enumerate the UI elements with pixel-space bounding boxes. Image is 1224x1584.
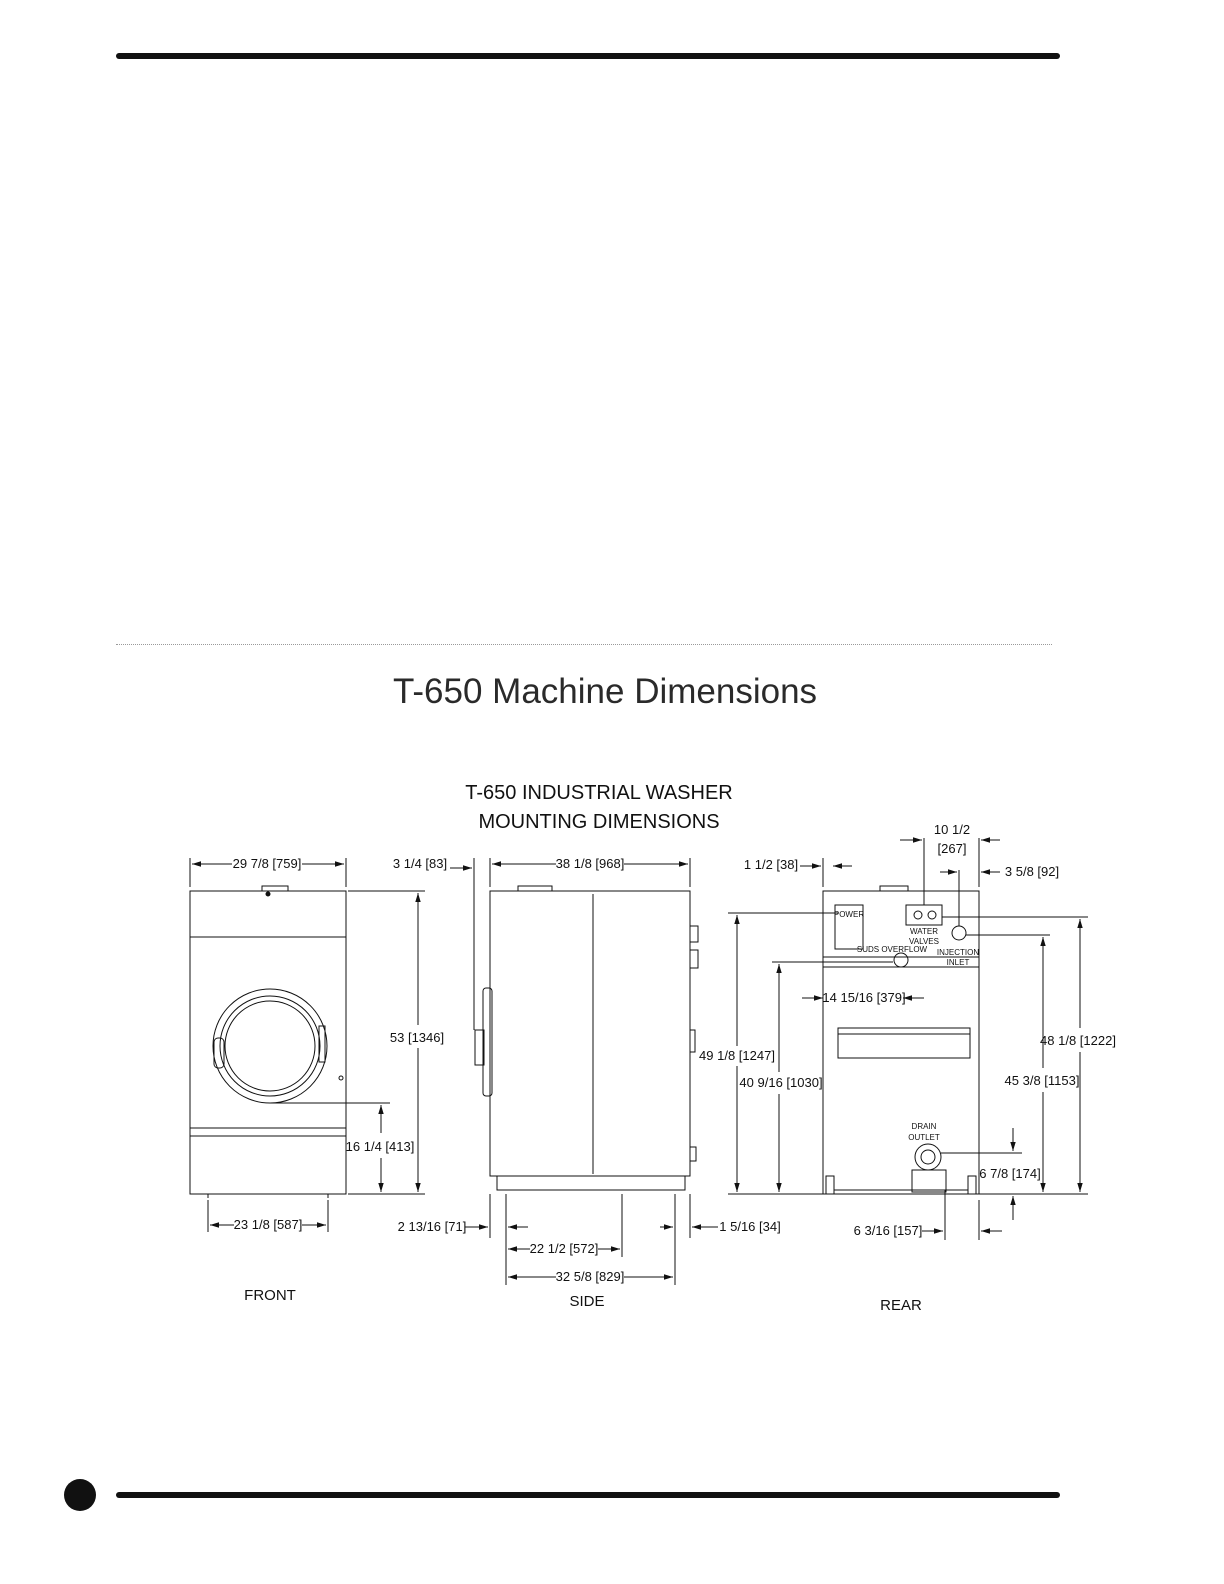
rear-valve-height-dim: 48 1/8 [1222] [1040, 1033, 1116, 1048]
rear-drain-offset-dim: 6 3/16 [157] [854, 1223, 923, 1238]
front-height-dim: 53 [1346] [390, 1030, 444, 1045]
rear-overflow-spacing-dim: 14 15/16 [379] [822, 990, 905, 1005]
power-box [834, 904, 864, 950]
rear-power-offset-dim: 1 1/2 [38] [744, 857, 798, 872]
front-view [189, 858, 425, 1232]
side-rear-foot-dim: 1 5/16 [34] [719, 1219, 780, 1234]
front-door-outer [212, 988, 328, 1104]
side-view [450, 858, 718, 1285]
front-foot-spacing-dim: 23 1/8 [587] [234, 1217, 303, 1232]
rear-vent-panel [837, 1027, 971, 1059]
front-door-height-dim: 16 1/4 [413] [346, 1139, 415, 1154]
section-title: T-650 Machine Dimensions [392, 672, 818, 711]
drain-outlet-label-line1: DRAIN [912, 1122, 937, 1131]
rear-inlet-offset-dim: 3 5/8 [92] [1005, 864, 1059, 879]
rear-view [728, 837, 1088, 1240]
rear-drain-height-dim: 6 7/8 [174] [979, 1166, 1040, 1181]
side-cabinet [489, 890, 691, 1177]
rear-valve-offset-line1: 10 1/2 [934, 822, 970, 837]
side-view-label: SIDE [569, 1293, 604, 1310]
drawing-title-line2: MOUNTING DIMENSIONS [478, 811, 719, 833]
drain-outlet-label-line2: OUTLET [908, 1133, 940, 1142]
drain-outlet [914, 1143, 942, 1171]
bottom-rule [116, 1492, 1060, 1498]
injection-inlet [951, 925, 967, 941]
front-width-dim: 29 7/8 [759] [233, 856, 302, 871]
water-valves-box [905, 904, 943, 926]
rear-power-height-dim: 49 1/8 [1247] [699, 1048, 775, 1063]
suds-overflow [893, 952, 909, 968]
injection-inlet-label-line2: INLET [947, 958, 970, 967]
injection-inlet-label-line1: INJECTION [937, 948, 979, 957]
rear-view-label: REAR [880, 1297, 922, 1314]
top-rule [116, 53, 1060, 59]
rear-valve-offset-line2: [267] [938, 841, 967, 856]
rear-cabinet [822, 890, 980, 1195]
water-valves-label-line1: WATER [910, 927, 938, 936]
side-front-foot-dim: 2 13/16 [71] [398, 1219, 467, 1234]
suds-overflow-label: SUDS OVERFLOW [857, 945, 928, 954]
rear-overflow-height-dim: 40 9/16 [1030] [739, 1075, 822, 1090]
front-view-label: FRONT [244, 1287, 296, 1304]
rear-inlet-height-dim: 45 3/8 [1153] [1005, 1073, 1080, 1088]
side-depth-dim: 38 1/8 [968] [556, 856, 625, 871]
side-door-offset-dim: 3 1/4 [83] [393, 856, 447, 871]
drawing-title-line1: T-650 INDUSTRIAL WASHER [465, 782, 732, 804]
water-valves-label-line2: VALVES [909, 937, 939, 946]
page-marker-dot [64, 1479, 96, 1511]
side-foot-spacing-a-dim: 22 1/2 [572] [530, 1241, 599, 1256]
power-label: POWER [834, 910, 864, 919]
section-divider [116, 644, 1052, 645]
side-foot-spacing-b-dim: 32 5/8 [829] [556, 1269, 625, 1284]
